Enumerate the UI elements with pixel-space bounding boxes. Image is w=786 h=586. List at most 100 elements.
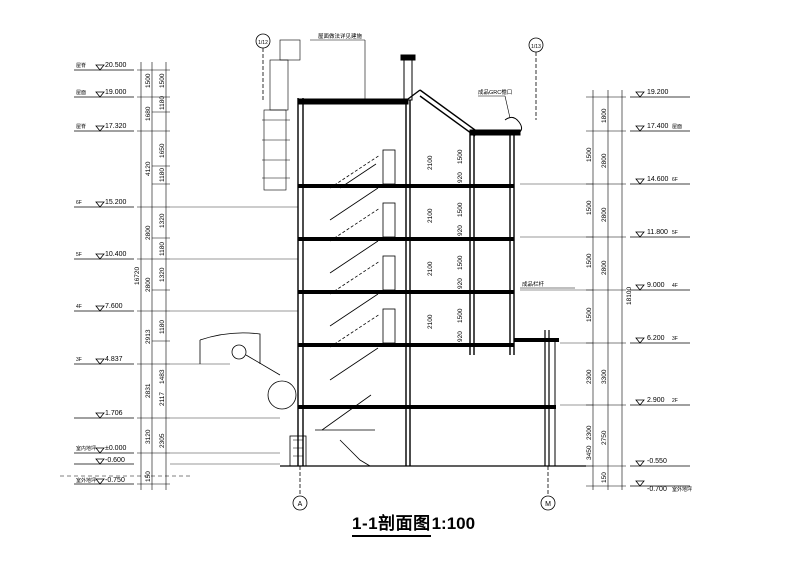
dim-text: 2100	[427, 261, 434, 276]
level-tag: 2F	[672, 398, 678, 404]
level-value: 11.800	[647, 229, 668, 236]
stairs	[315, 154, 381, 467]
dim-text: 1500	[586, 200, 593, 215]
level-value: 4.837	[105, 356, 123, 363]
building-section	[262, 39, 586, 467]
dim-text: 2831	[145, 383, 152, 398]
level-value: -0.550	[647, 458, 667, 465]
level-value: 17.320	[105, 123, 127, 130]
dim-text: 1180	[159, 168, 166, 182]
dim-text: 3450	[586, 445, 593, 460]
dim-text: 1320	[159, 213, 166, 228]
dim-text: 1500	[457, 149, 464, 164]
level-tag: 6F	[76, 200, 82, 206]
dim-text: 2800	[601, 207, 608, 222]
drawing-title-block: 1-1剖面图 1:100	[352, 509, 475, 537]
drawing-title: 1-1剖面图	[352, 509, 431, 537]
dim-text: 920	[457, 172, 464, 183]
dim-text: 1180	[159, 96, 166, 110]
dim-text: 1680	[145, 106, 152, 121]
dim-text: 2750	[601, 430, 608, 445]
level-tag: 屋面	[672, 124, 682, 130]
dim-text: 3300	[601, 369, 608, 384]
dim-text: 1500	[586, 307, 593, 322]
dim-text: 2800	[601, 153, 608, 168]
dim-text: 1500	[457, 308, 464, 323]
level-value: 19.000	[105, 89, 127, 96]
level-value: -0.750	[105, 477, 125, 484]
dim-text: 2300	[586, 425, 593, 440]
level-tag: 室内地坪	[76, 445, 96, 452]
dim-text: 2800	[145, 225, 152, 240]
dim-text: 150	[145, 471, 152, 482]
level-tag: 4F	[76, 304, 82, 310]
left-dimension-lines	[137, 62, 298, 490]
level-value: 15.200	[105, 199, 127, 206]
dim-text: 2117	[159, 392, 166, 406]
dim-text: 1180	[159, 242, 166, 256]
level-value: 9.000	[647, 282, 665, 289]
note-text: 屋面做法详见建施	[318, 32, 363, 40]
dim-text: 1800	[601, 108, 608, 123]
right-elevation-markers	[630, 91, 690, 487]
right-elevation-values: 19.200 17.400 屋面 14.600 6F 11.800 5F 9.0…	[647, 89, 692, 493]
dim-text: 150	[601, 472, 608, 483]
dim-text: 1650	[159, 143, 166, 158]
level-value: 19.200	[647, 89, 669, 96]
level-value: 7.600	[105, 303, 123, 310]
axis-labels: A M 1/12 1/13	[258, 40, 551, 508]
dim-text: 1500	[457, 255, 464, 270]
level-tag: 室外地坪	[672, 486, 692, 493]
right-dimension-lines	[520, 90, 626, 490]
level-value: -0.700	[647, 486, 667, 493]
drawing-scale: 1:100	[431, 514, 476, 533]
dim-total: 18100	[626, 287, 633, 305]
level-tag: 6F	[672, 177, 678, 183]
level-value: 6.200	[647, 335, 665, 342]
level-value: 14.600	[647, 176, 669, 183]
dim-text: 1500	[586, 147, 593, 162]
level-value: ±0.000	[105, 445, 126, 452]
dim-text: 1500	[457, 202, 464, 217]
dim-text: 1500	[586, 253, 593, 268]
level-tag: 3F	[672, 336, 678, 342]
note-text: 成品GRC檐口	[478, 88, 512, 96]
floor-dim-values: 2100 2100 2100 2100 1500 1500 1500 1500 …	[427, 149, 464, 342]
axis-bubbles	[231, 33, 556, 511]
doors	[289, 149, 396, 467]
dim-text: 1500	[145, 73, 152, 88]
dim-text: 1483	[159, 369, 166, 384]
dim-text: 2800	[145, 277, 152, 292]
dim-total: 16720	[134, 267, 141, 285]
dim-text: 920	[457, 225, 464, 236]
level-value: 10.400	[105, 251, 127, 258]
level-tag: 5F	[672, 230, 678, 236]
dim-text: 2300	[586, 369, 593, 384]
note-text: 成品栏杆	[522, 280, 545, 288]
level-tag: 3F	[76, 357, 82, 363]
axis-label: 1/12	[258, 40, 268, 46]
level-value: 1.706	[105, 410, 123, 417]
dim-text: 2100	[427, 155, 434, 170]
level-tag: 屋面	[76, 90, 86, 96]
dim-text: 2100	[427, 314, 434, 329]
level-tag: 5F	[76, 252, 82, 258]
level-tag: 屋脊	[76, 62, 86, 69]
right-dimension-values: 1800 2800 2800 2800 3300 2750 150 1500 1…	[586, 108, 633, 483]
dim-text: 2305	[159, 433, 166, 448]
dim-text: 2100	[427, 208, 434, 223]
level-tag: 屋脊	[76, 123, 86, 130]
dim-text: 2800	[601, 260, 608, 275]
dim-text: 920	[457, 331, 464, 342]
dim-text: 4120	[145, 161, 152, 176]
dim-text: 3120	[145, 429, 152, 444]
level-tag: 4F	[672, 283, 678, 289]
dim-text: 1180	[159, 320, 166, 334]
axis-label: 1/13	[531, 44, 541, 50]
dim-text: 2913	[145, 329, 152, 344]
dim-text: 1320	[159, 267, 166, 282]
level-tag: 室外地坪	[76, 477, 96, 484]
left-elevation-markers	[74, 64, 134, 485]
